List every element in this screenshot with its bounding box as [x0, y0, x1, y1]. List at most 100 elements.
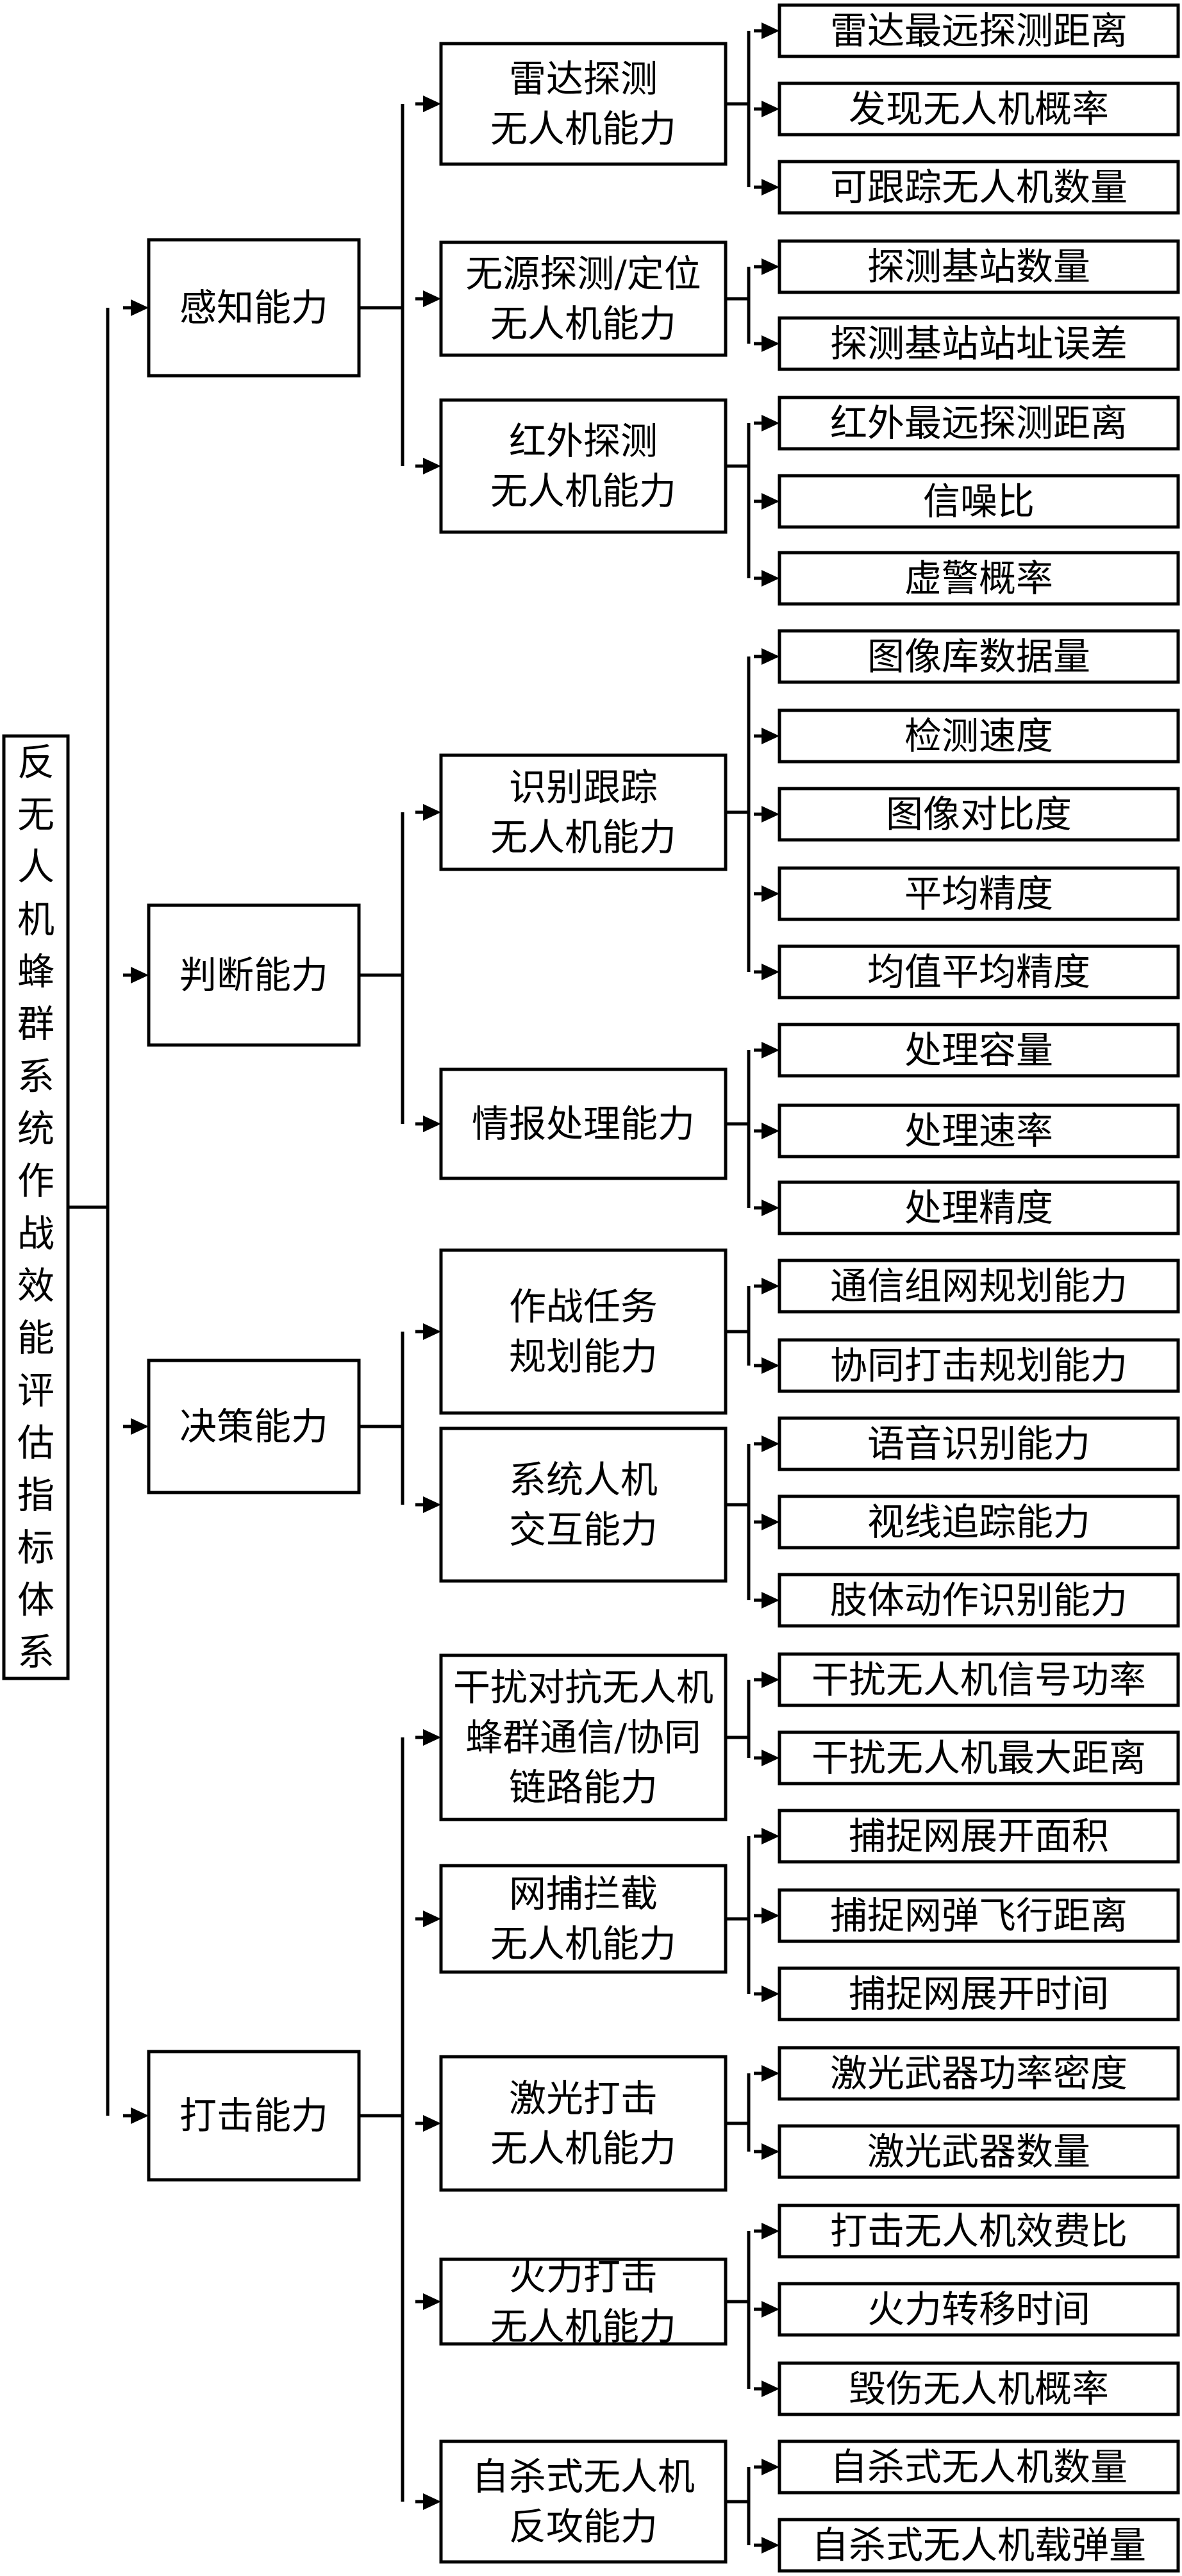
subcategory-box: [439, 398, 728, 534]
indicator-arrow-head: [762, 1907, 779, 1924]
indicator-box: [778, 2204, 1180, 2259]
root-label-char: 系: [17, 1055, 54, 1098]
indicator-arrow-head: [762, 648, 779, 665]
indicator-box: [778, 944, 1180, 999]
subcategory-box: [439, 1653, 728, 1821]
indicator-label: 平均精度: [904, 872, 1053, 916]
indicator-arrow-head: [762, 1278, 779, 1294]
subcategory-arrow-head: [423, 290, 441, 307]
indicator-arrow-head: [762, 885, 779, 902]
indicator-label: 打击无人机效费比: [830, 2209, 1128, 2253]
subcategory-arrow-head: [423, 1116, 441, 1132]
indicator-arrow-head: [762, 1357, 779, 1374]
subcategory-label: 无人机能力: [490, 107, 676, 151]
indicator-label: 检测速度: [904, 714, 1053, 758]
category-box: [147, 238, 361, 378]
root-label-char: 人: [17, 845, 54, 889]
subcategory-arrow-head: [423, 1729, 441, 1746]
root-label-char: 机: [17, 898, 54, 941]
indicator-arrow-head: [762, 1042, 779, 1058]
indicator-label: 激光武器功率密度: [830, 2052, 1128, 2095]
subcategory-label: 系统人机: [509, 1458, 658, 1501]
indicator-arrow-head: [762, 728, 779, 744]
indicator-arrow-head: [762, 179, 779, 196]
indicator-label: 捕捉网弹飞行距离: [830, 1894, 1128, 1937]
indicator-box: [778, 787, 1180, 842]
subcategory-box: [439, 240, 728, 357]
indicator-label: 火力转移时间: [867, 2287, 1090, 2331]
root-label-char: 作: [17, 1159, 54, 1203]
root-label-char: 战: [17, 1212, 54, 1255]
subcategory-label: 链路能力: [509, 1766, 658, 1809]
indicator-label: 自杀式无人机数量: [830, 2445, 1128, 2489]
indicator-box: [778, 1023, 1180, 1078]
indicator-box: [778, 2124, 1180, 2179]
indicator-arrow-head: [762, 570, 779, 587]
indicator-box: [778, 1180, 1180, 1235]
indicator-label: 视线追踪能力: [867, 1500, 1090, 1544]
indicator-arrow-head: [762, 1123, 779, 1139]
indicator-box: [778, 1416, 1180, 1471]
subcategory-label: 情报处理能力: [472, 1102, 695, 1146]
indicator-arrow-head: [762, 415, 779, 431]
indicator-arrow-head: [762, 1671, 779, 1688]
subcategory-label: 网捕拦截: [509, 1872, 658, 1916]
indicator-label: 处理容量: [904, 1028, 1053, 1072]
indicator-box: [778, 1103, 1180, 1158]
subcategory-arrow-head: [423, 458, 441, 474]
subcategory-arrow-head: [423, 2493, 441, 2510]
indicator-box: [778, 866, 1180, 921]
indicator-box: [778, 160, 1180, 215]
indicator-label: 毁伤无人机概率: [849, 2367, 1109, 2411]
indicator-arrow-head: [762, 1828, 779, 1844]
subcategory-label: 干扰对抗无人机: [453, 1666, 713, 1709]
indicator-label: 语音识别能力: [867, 1422, 1090, 1466]
indicator-arrow-head: [762, 101, 779, 117]
indicator-arrow-head: [762, 1592, 779, 1609]
indicator-label: 捕捉网展开面积: [849, 1814, 1109, 1858]
category-box: [147, 1359, 361, 1494]
subcategory-label: 无人机能力: [490, 302, 676, 346]
subcategory-arrow-head: [423, 1496, 441, 1513]
indicator-box: [778, 81, 1180, 137]
indicator-label: 发现无人机概率: [849, 87, 1109, 131]
subcategory-box: [439, 753, 728, 871]
subcategory-label: 识别跟踪: [509, 765, 658, 809]
indicator-box: [778, 2282, 1180, 2337]
indicator-label: 协同打击规划能力: [830, 1344, 1128, 1387]
indicator-box: [778, 1730, 1180, 1786]
root-label-char: 统: [17, 1107, 54, 1151]
category-arrow-head: [131, 2107, 149, 2124]
indicator-label: 均值平均精度: [867, 950, 1090, 994]
indicator-label: 处理精度: [904, 1186, 1053, 1230]
root-label-char: 能: [17, 1316, 54, 1360]
subcategory-label: 反攻能力: [509, 2505, 658, 2548]
indicator-box: [778, 2518, 1180, 2573]
indicator-box: [778, 1966, 1180, 2021]
indicator-arrow-head: [762, 2143, 779, 2160]
indicator-label: 雷达最远探测距离: [830, 9, 1128, 53]
category-label: 打击能力: [179, 2094, 328, 2137]
root-label-char: 系: [17, 1630, 54, 1674]
subcategory-arrow-head: [423, 1323, 441, 1340]
root-label-char: 标: [17, 1526, 54, 1569]
indicator-arrow-head: [762, 964, 779, 980]
indicator-box: [778, 396, 1180, 451]
indicator-box: [778, 551, 1180, 606]
subcategory-label: 无人机能力: [490, 469, 676, 513]
root-label-char: 蜂: [17, 950, 54, 994]
subcategory-label: 无人机能力: [490, 2305, 676, 2348]
subcategory-label: 作战任务: [509, 1285, 658, 1328]
root-box: [2, 734, 70, 1680]
subcategory-label: 激光打击: [509, 2077, 658, 2120]
indicator-box: [778, 629, 1180, 684]
subcategory-arrow-head: [423, 96, 441, 112]
subcategory-label: 自杀式无人机: [472, 2455, 695, 2498]
subcategory-box: [439, 2439, 728, 2564]
indicator-label: 图像对比度: [886, 792, 1072, 836]
subcategory-label: 红外探测: [509, 419, 658, 463]
indicator-label: 干扰无人机信号功率: [812, 1658, 1146, 1702]
indicator-box: [778, 474, 1180, 529]
indicator-arrow-head: [762, 2537, 779, 2554]
